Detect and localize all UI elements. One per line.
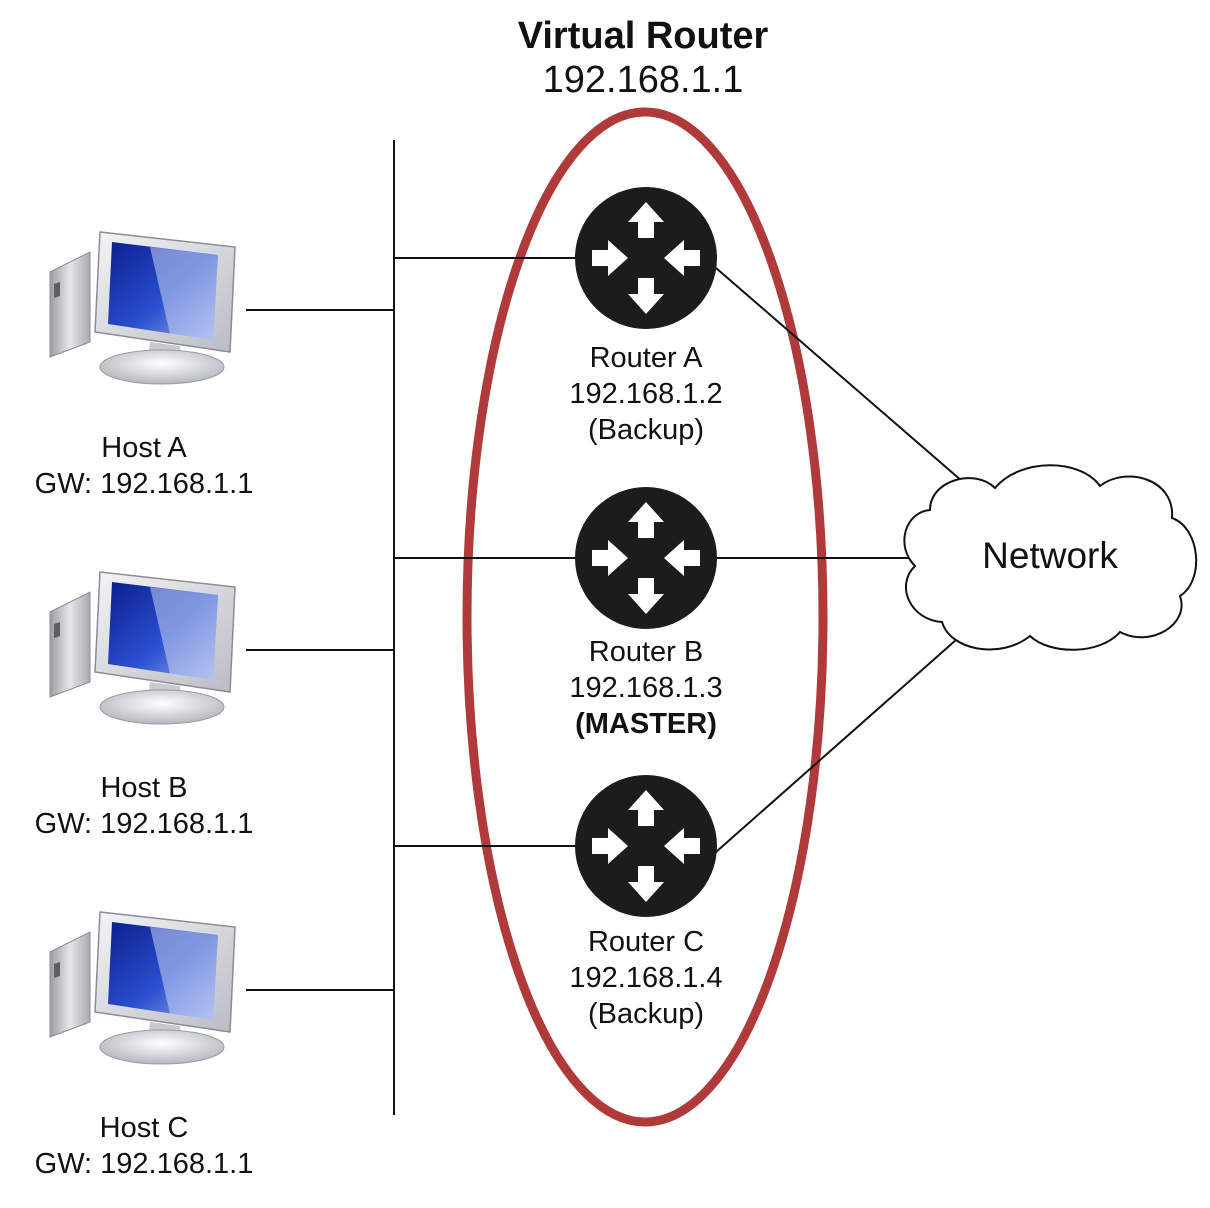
virtual-router-ip: 192.168.1.1 xyxy=(542,59,744,101)
host-c-label: Host C GW: 192.168.1.1 xyxy=(14,1110,274,1182)
router-a-wan-link xyxy=(715,267,971,489)
router-c-name: Router C xyxy=(587,926,705,958)
router-b-name: Router B xyxy=(588,636,704,668)
host-b-gateway: GW: 192.168.1.1 xyxy=(34,808,254,840)
host-b-label: Host B GW: 192.168.1.1 xyxy=(14,770,274,842)
router-c-label: Router C 192.168.1.4 (Backup) xyxy=(546,924,746,1032)
router-c-wan-link xyxy=(715,631,966,853)
network-label: Network xyxy=(982,535,1118,576)
host-b-icon xyxy=(49,571,236,725)
router-a-icon xyxy=(575,187,717,329)
router-a-label: Router A 192.168.1.2 (Backup) xyxy=(546,340,746,448)
host-a-gateway: GW: 192.168.1.1 xyxy=(34,468,254,500)
host-c-name: Host C xyxy=(99,1112,189,1144)
router-c-icon xyxy=(575,775,717,917)
host-a-icon xyxy=(49,231,236,385)
router-a-name: Router A xyxy=(589,342,703,374)
router-a-ip: 192.168.1.2 xyxy=(569,378,723,410)
host-b-name: Host B xyxy=(100,772,188,804)
host-a-name: Host A xyxy=(101,432,187,464)
virtual-router-ring xyxy=(462,107,828,1127)
host-c-icon xyxy=(49,911,236,1065)
cloud-icon xyxy=(903,464,1198,651)
router-b-ip: 192.168.1.3 xyxy=(569,672,723,704)
router-b-icon xyxy=(575,487,717,629)
router-a-role: (Backup) xyxy=(587,414,705,446)
router-c-ip: 192.168.1.4 xyxy=(569,962,723,994)
host-a-label: Host A GW: 192.168.1.1 xyxy=(14,430,274,502)
virtual-router-header: Virtual Router 192.168.1.1 xyxy=(443,14,843,102)
virtual-router-title: Virtual Router xyxy=(517,15,769,57)
host-c-gateway: GW: 192.168.1.1 xyxy=(34,1148,254,1180)
router-b-role: (MASTER) xyxy=(575,708,717,740)
router-c-role: (Backup) xyxy=(587,998,705,1030)
router-b-label: Router B 192.168.1.3 (MASTER) xyxy=(546,634,746,742)
